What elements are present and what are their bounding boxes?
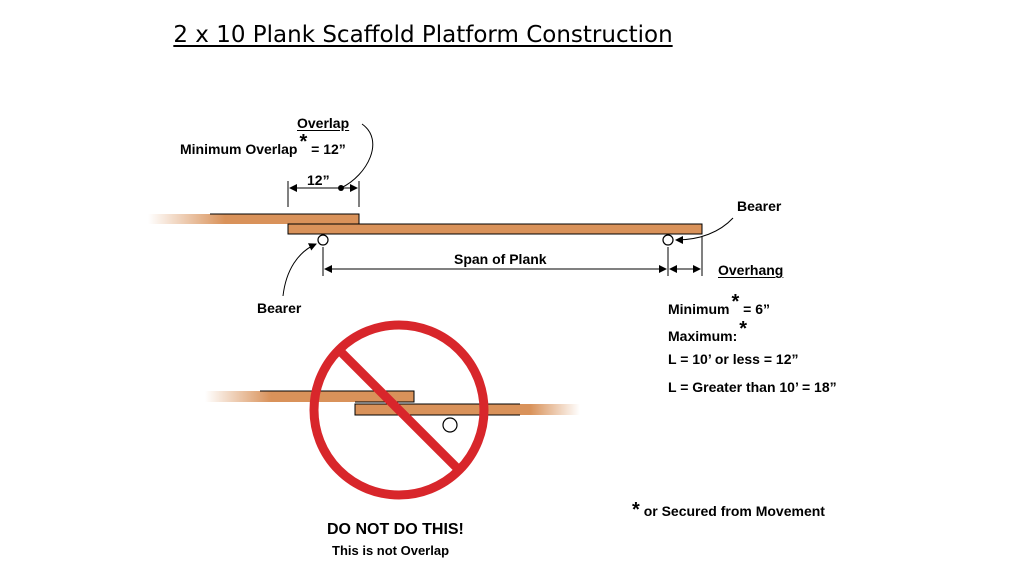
bearer-left-leader <box>282 243 317 297</box>
overhang-long-rule: L = Greater than 10’ = 18” <box>668 379 837 395</box>
bearer-left-circle <box>317 234 329 246</box>
bearer-right-circle <box>662 234 674 246</box>
span-dimension <box>322 236 703 276</box>
asterisk-mark: * <box>731 291 740 313</box>
overhang-heading: Overhang <box>718 262 784 278</box>
asterisk-mark: * <box>299 131 308 153</box>
asterisk-mark: * <box>632 499 640 521</box>
overlap-dimension <box>287 123 374 207</box>
bearer-left-label: Bearer <box>257 300 302 316</box>
span-of-plank-label: Span of Plank <box>454 251 547 267</box>
warning-subtext: This is not Overlap <box>332 543 450 558</box>
overhang-minimum: Minimum* = 6” <box>668 291 770 317</box>
warning-heading: DO NOT DO THIS! <box>327 521 464 538</box>
left-plank <box>148 213 360 225</box>
prohibited-sign <box>309 320 489 500</box>
diagram-title: 2 x 10 Plank Scaffold Platform Construct… <box>173 22 673 48</box>
bearer-right-label: Bearer <box>737 198 782 214</box>
minimum-overlap-label: Minimum Overlap* = 12” <box>180 131 346 157</box>
bearer-right-leader <box>675 217 734 244</box>
overhang-short-rule: L = 10’ or less = 12” <box>668 351 799 367</box>
main-plank <box>287 223 703 235</box>
overlap-heading: Overlap <box>297 115 350 131</box>
wrong-overlap-example <box>205 390 580 433</box>
overhang-maximum: Maximum:* <box>668 318 748 344</box>
overlap-dimension-label: 12” <box>307 172 330 188</box>
footnote: * or Secured from Movement <box>632 499 825 521</box>
asterisk-mark: * <box>739 318 748 340</box>
